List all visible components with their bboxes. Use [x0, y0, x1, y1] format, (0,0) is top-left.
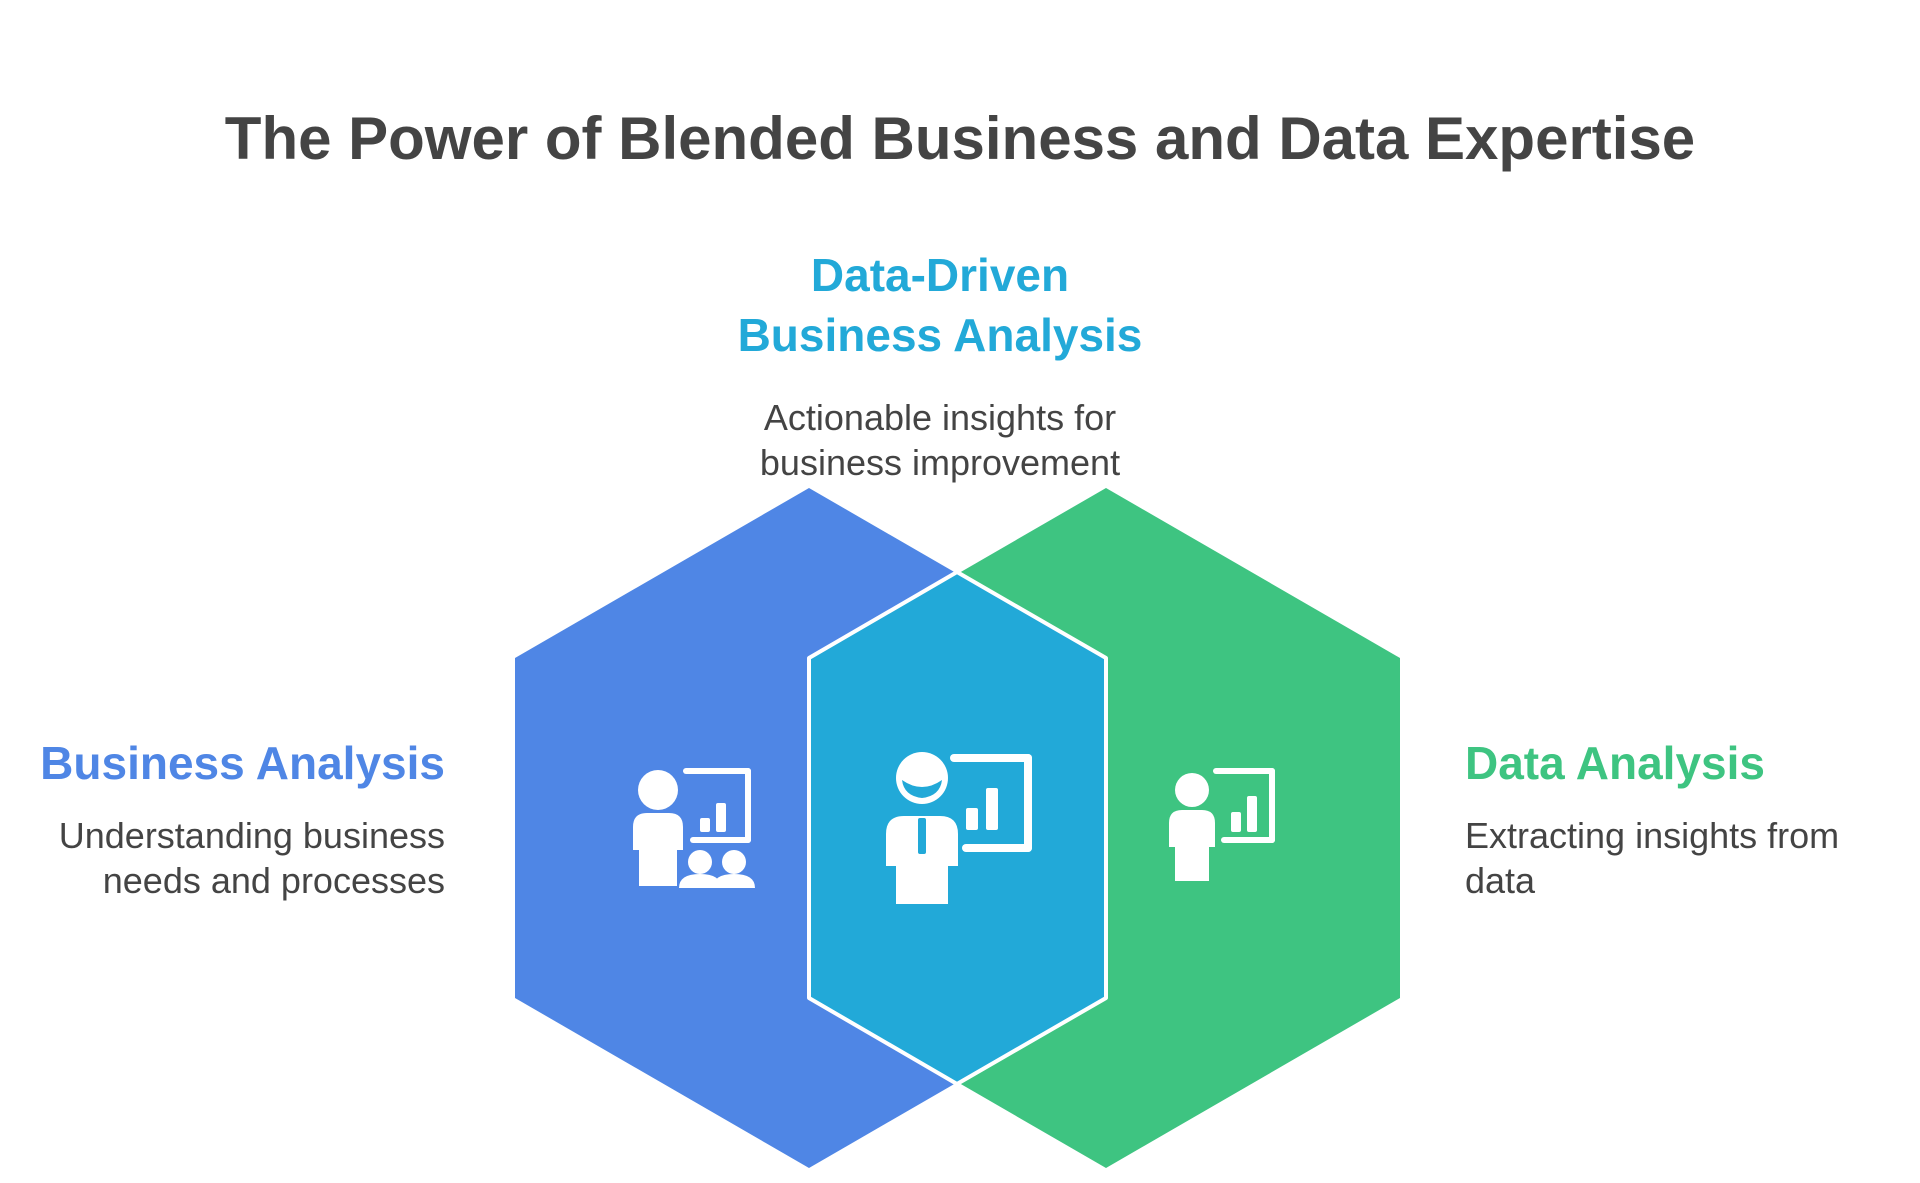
business-analysis-label: Business Analysis Understanding business…: [0, 735, 445, 903]
data-driven-business-analysis-label: Data-Driven Business Analysis Actionable…: [660, 245, 1220, 485]
businessman-presenting-chart-icon: [886, 752, 1032, 904]
data-driven-title-line1: Data-Driven: [810, 249, 1070, 301]
data-analysis-title: Data Analysis: [1465, 737, 1765, 789]
page-title: The Power of Blended Business and Data E…: [224, 105, 1696, 172]
person-with-chart-icon: [1169, 768, 1275, 881]
business-analysis-description-line1: Understanding business: [58, 815, 445, 856]
data-analysis-label: Data Analysis Extracting insights from d…: [1465, 735, 1885, 903]
data-driven-description-line2: business improvement: [759, 442, 1121, 483]
business-analysis-description-line2: needs and processes: [102, 860, 445, 901]
data-analysis-description-line2: data: [1465, 860, 1536, 901]
overlap-hexagon: [807, 570, 1108, 1086]
presenter-with-audience-icon: [633, 768, 755, 888]
data-driven-title-line2: Business Analysis: [737, 309, 1143, 361]
data-analysis-description-line1: Extracting insights from: [1465, 815, 1840, 856]
data-driven-description-line1: Actionable insights for: [763, 397, 1117, 438]
business-analysis-title: Business Analysis: [40, 737, 445, 789]
